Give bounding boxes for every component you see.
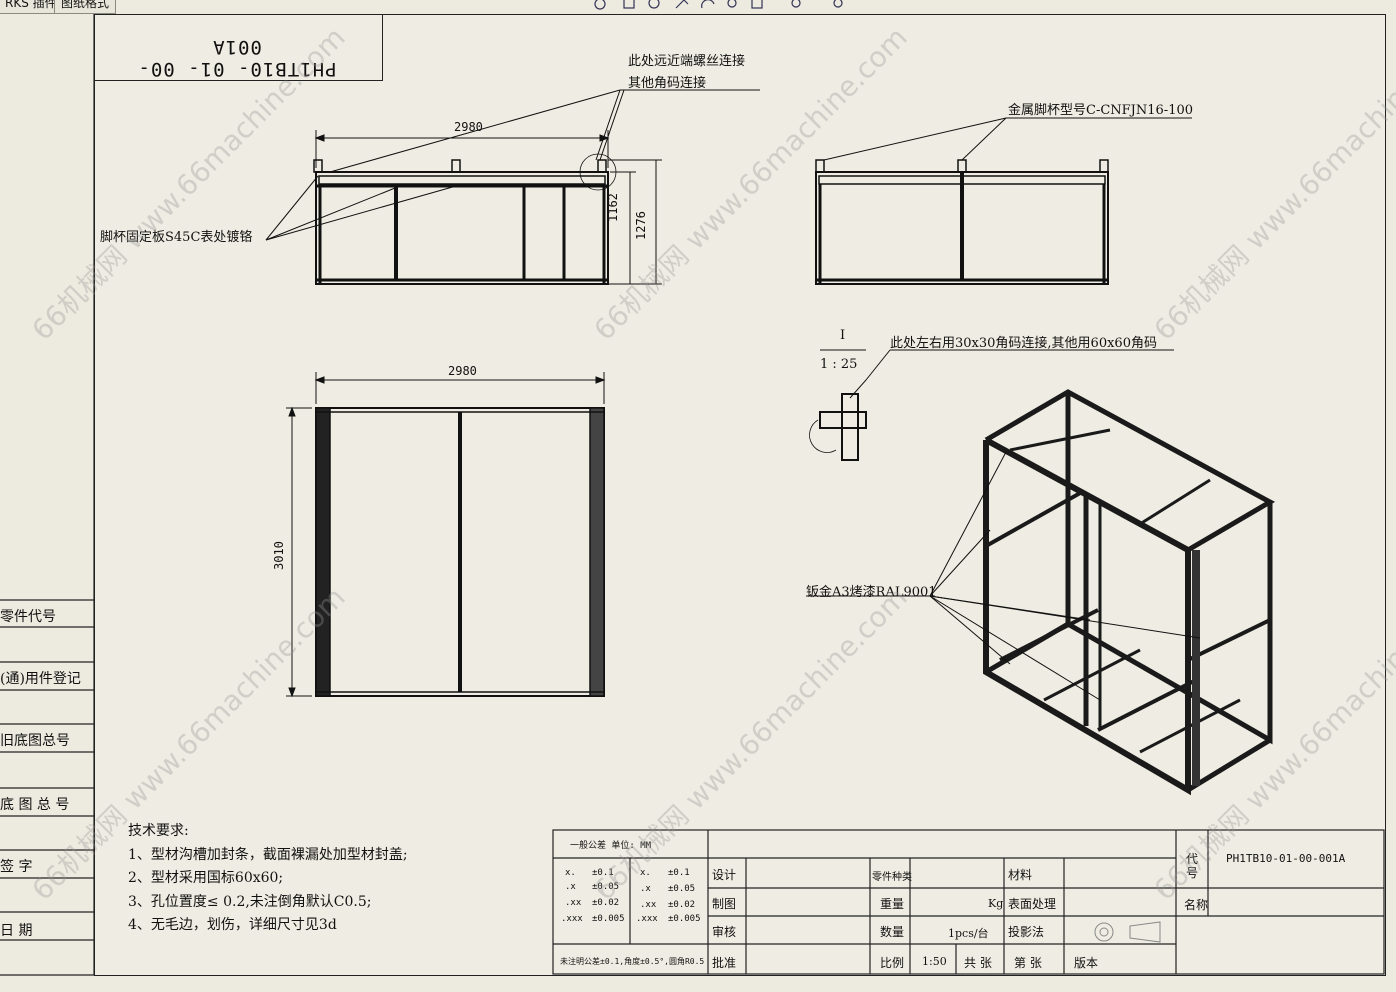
dim-front-height-total: 1276 [634, 211, 648, 240]
tb-code-value: PH1TB10-01-00-001A [1226, 852, 1346, 865]
tab-sheet-format[interactable]: 图纸格式 [54, 0, 117, 14]
tb-total-sheets: 共 张 [964, 956, 992, 970]
zoom-in-icon[interactable] [648, 0, 660, 9]
note-corner-detail: 此处左右用30x30角码连接,其他用60x60角码 [890, 336, 1157, 351]
left-cell-signature: 签 字 [0, 859, 33, 875]
zoom-icon[interactable] [594, 0, 606, 10]
detail-label-I: I [840, 328, 846, 343]
plan-view [286, 372, 606, 698]
tol-left-val: ±0.005 [592, 914, 625, 924]
front-view [265, 89, 760, 285]
side-view [815, 117, 1192, 285]
drawing-number-box [94, 14, 383, 81]
tol-left-val: ±0.02 [592, 898, 620, 908]
tb-approve: 批准 [712, 956, 737, 970]
tol-right-val: ±0.005 [668, 914, 701, 924]
rotate-icon[interactable] [701, 0, 715, 9]
tech-req-item: 3、孔位置度≤ 0.2,未注倒角默认C0.5; [128, 894, 372, 910]
view-toolbar [594, 0, 843, 10]
tolerance-footnote: 未注明公差±0.1,角度±0.5°,圆角R0.5 [560, 957, 705, 966]
tol-right-val: ±0.1 [668, 868, 690, 878]
note-far-end-bolt: 此处远近端螺丝连接 [628, 54, 746, 69]
tb-scale: 比例 [880, 956, 905, 970]
tb-name-label: 名称 [1184, 898, 1209, 912]
tb-code-label: 代号 [1186, 852, 1199, 880]
detail-view-I [809, 349, 1174, 461]
tol-right-key: .xx [640, 900, 657, 910]
view-orientation-icon[interactable] [751, 0, 763, 9]
appearance-icon[interactable] [833, 0, 843, 8]
tol-right-key: .xxx [636, 914, 658, 924]
tb-sheet-no: 第 张 [1014, 956, 1042, 970]
tol-right-val: ±0.05 [668, 884, 696, 894]
tol-left-key: .xx [565, 898, 582, 908]
tech-req-item: 1、型材沟槽加封条，截面裸漏处加型材封盖; [128, 847, 408, 863]
hide-show-icon[interactable] [791, 0, 801, 8]
tech-req-item: 2、型材采用国标60x60; [128, 870, 284, 886]
tb-review: 审核 [712, 925, 737, 939]
tolerance-heading: 一般公差 单位: MM [570, 841, 652, 851]
tb-weight: 重量 [880, 897, 905, 911]
tol-left-val: ±0.1 [592, 868, 614, 878]
note-foot-plate: 脚杯固定板S45C表处镀铬 [100, 230, 253, 245]
pan-icon[interactable] [675, 0, 689, 9]
tb-material: 材料 [1008, 868, 1033, 882]
tb-version: 版本 [1074, 956, 1099, 970]
left-cell-common-register: (通)用件登记 [0, 671, 81, 687]
title-block-grid [552, 829, 1385, 975]
dim-plan-width: 2980 [448, 364, 477, 378]
tb-design: 设计 [712, 868, 737, 882]
detail-scale: 1 : 25 [820, 357, 858, 372]
tol-left-val: ±0.05 [592, 882, 620, 892]
tb-qty: 数量 [880, 925, 905, 939]
isometric-view [983, 389, 1276, 796]
tol-right-val: ±0.02 [668, 900, 696, 910]
tol-left-key: .x [565, 882, 576, 892]
tech-req-item: 4、无毛边，划伤，详细尺寸见3d [128, 917, 337, 933]
drawing-sheet[interactable] [94, 14, 1386, 976]
note-other-corner: 其他角码连接 [628, 76, 707, 91]
tb-scale-value: 1:50 [922, 955, 947, 968]
tol-left-key: x. [565, 868, 576, 878]
note-metal-foot-cup: 金属脚杯型号C-CNFJN16-100 [1008, 103, 1194, 118]
left-cell-part-code: 零件代号 [0, 609, 56, 625]
tol-left-key: .xxx [561, 914, 583, 924]
note-sheet-metal: 钣金A3烤漆RAL9001 [806, 585, 937, 600]
left-cell-date: 日 期 [0, 923, 33, 939]
dim-plan-depth: 3010 [272, 541, 286, 570]
tol-right-key: x. [640, 868, 651, 878]
dim-front-width: 2980 [454, 120, 483, 134]
tb-surface: 表面处理 [1008, 897, 1057, 911]
tb-qty-value: 1pcs/台 [948, 927, 989, 940]
display-style-icon[interactable] [727, 0, 737, 8]
tb-part-type: 零件种类 [872, 872, 912, 883]
left-cell-master-no: 底 图 总 号 [0, 797, 70, 813]
left-cell-old-master: 旧底图总号 [0, 733, 70, 749]
tech-req-heading: 技术要求: [128, 823, 189, 839]
tol-right-key: .x [640, 884, 651, 894]
tb-projection: 投影法 [1008, 925, 1045, 939]
projection-symbol [1094, 921, 1161, 943]
tb-weight-unit: Kg [988, 897, 1004, 910]
dim-front-height-inner: 1162 [606, 193, 620, 222]
zoom-area-icon[interactable] [623, 0, 635, 9]
tb-draw: 制图 [712, 897, 737, 911]
